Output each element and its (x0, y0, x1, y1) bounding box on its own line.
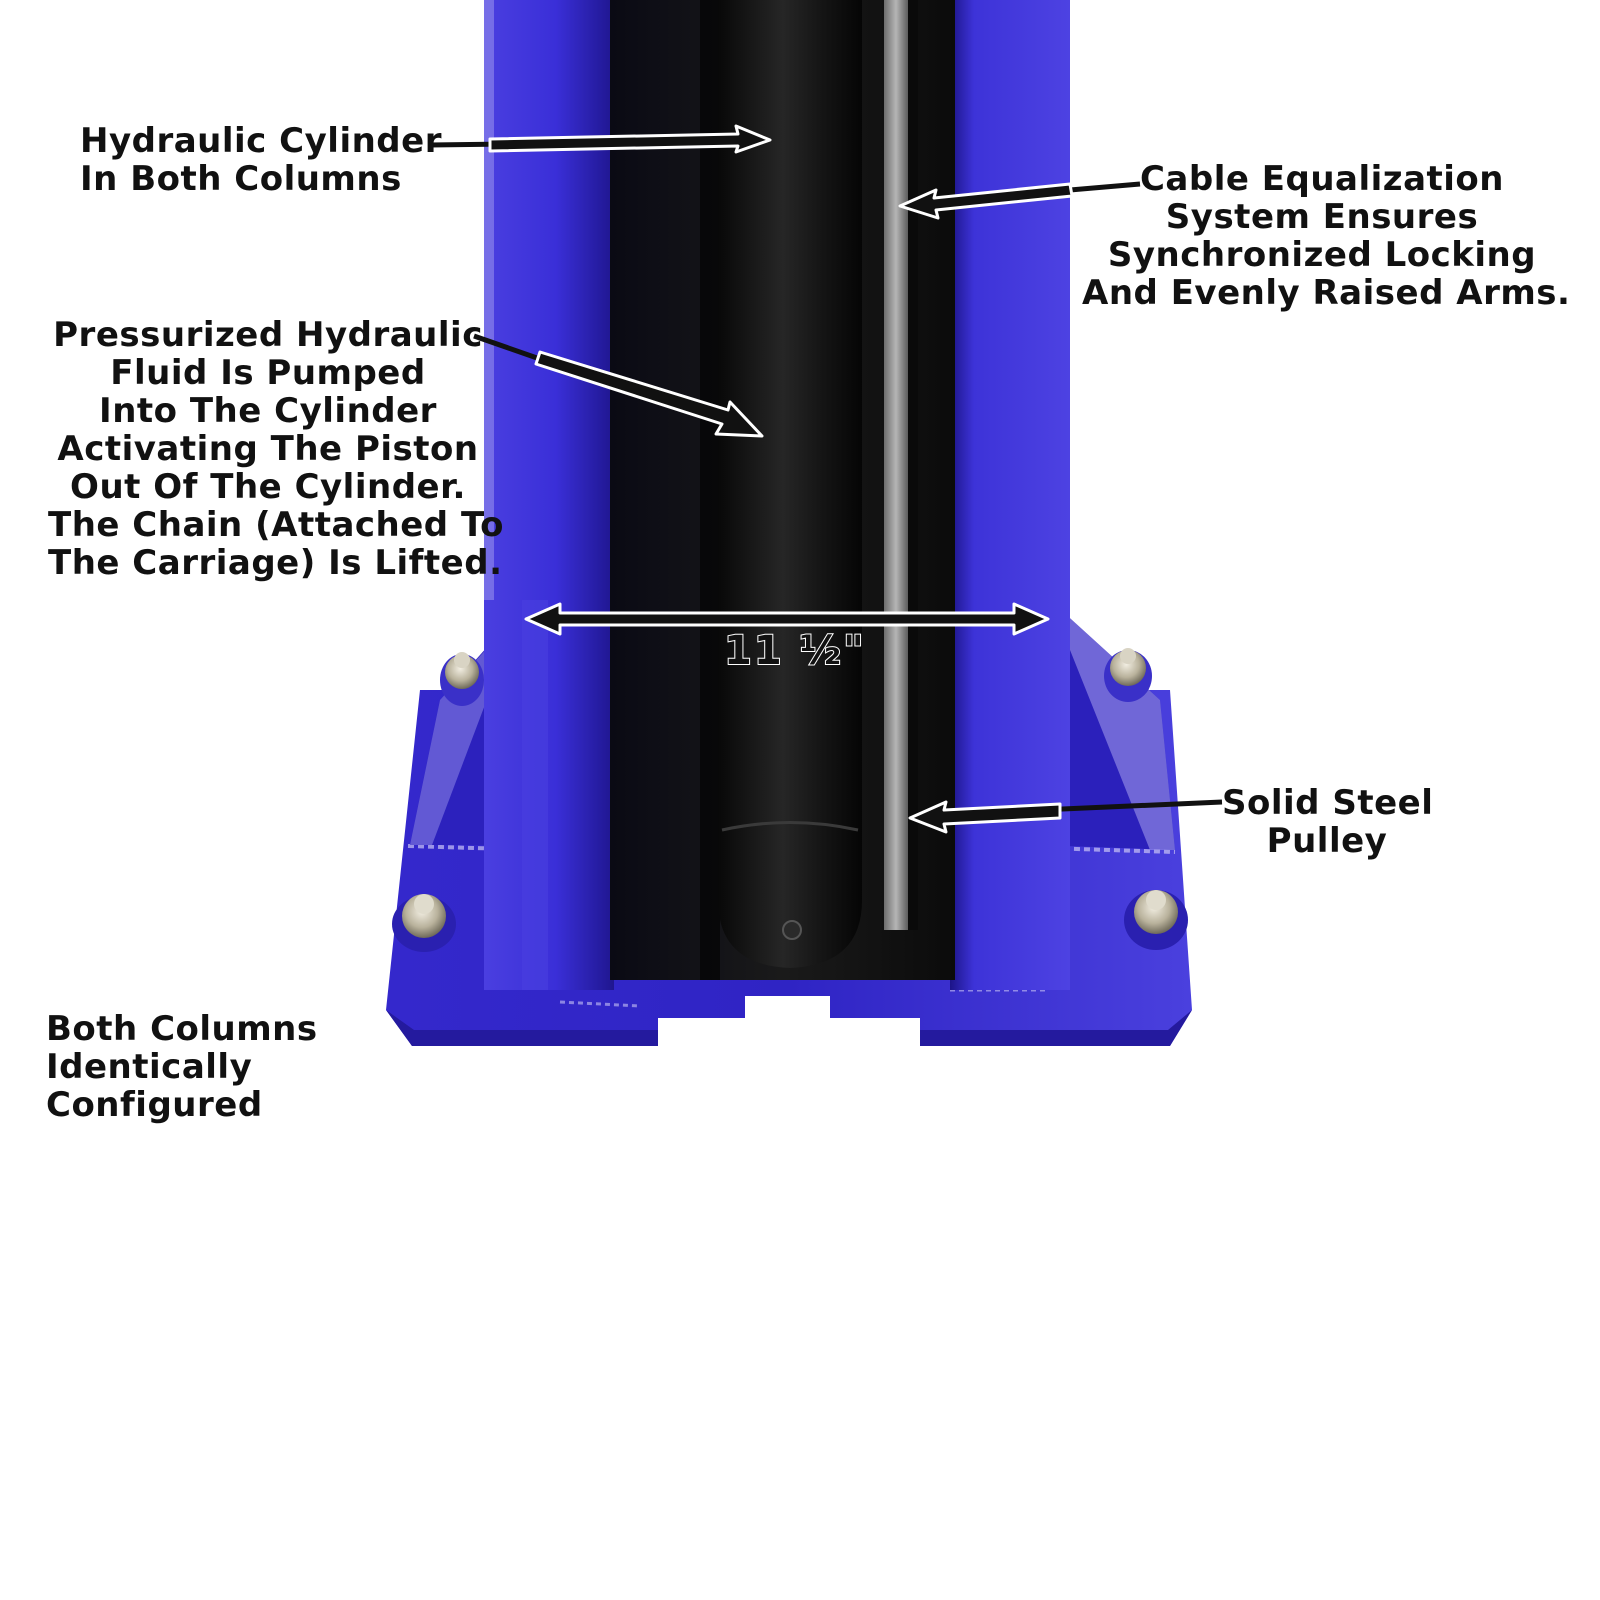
column-right-flange (950, 0, 1070, 990)
annotation-line: In Both Columns (80, 159, 402, 199)
arrow-solid-steel-pulley (908, 799, 1223, 834)
dimension-arrow (524, 602, 1050, 636)
anchor-bolt-bottom-left (392, 894, 456, 952)
annotation-line: System Ensures (1165, 197, 1479, 237)
annotation-line: Configured (46, 1085, 263, 1125)
annotation-line: Cable Equalization (1139, 159, 1504, 199)
annotation-line: Activating The Piston (57, 429, 479, 469)
annotation-hydraulic-cylinder: Hydraulic Cylinder In Both Columns (80, 122, 442, 198)
annotation-line: The Carriage) Is Lifted. (48, 543, 503, 583)
annotation-line: Synchronized Locking (1107, 235, 1537, 275)
hydraulic-cylinder (718, 0, 862, 968)
annotation-both-columns: Both Columns Identically Configured (46, 1010, 318, 1124)
equalization-cable (884, 0, 918, 930)
annotation-line: Pulley (1266, 821, 1388, 861)
annotation-line: Fluid Is Pumped (110, 353, 426, 393)
annotation-line: Solid Steel (1222, 783, 1434, 823)
annotation-line: Pressurized Hydraulic (53, 315, 483, 355)
annotation-line: Out Of The Cylinder. (70, 467, 466, 507)
arrow-pressurized-fluid (473, 333, 764, 438)
annotation-line: Identically (46, 1047, 253, 1087)
dimension-label: 11 ½" (723, 627, 866, 675)
annotation-line: Both Columns (46, 1009, 318, 1049)
column-left-flange (484, 0, 614, 990)
annotation-line: Hydraulic Cylinder (80, 121, 442, 161)
arrow-cable-equalization (898, 181, 1141, 220)
annotation-pressurized-fluid: Pressurized Hydraulic Fluid Is Pumped In… (48, 315, 505, 583)
annotation-line: And Evenly Raised Arms. (1082, 273, 1571, 313)
annotation-line: The Chain (Attached To (48, 505, 505, 545)
anchor-bolt-bottom-right (1124, 890, 1188, 950)
anchor-bolt-top-right (1104, 648, 1152, 702)
annotation-cable-equalization: Cable Equalization System Ensures Synchr… (1082, 159, 1571, 313)
annotation-line: Into The Cylinder (99, 391, 437, 431)
anchor-bolt-top-left (440, 652, 484, 706)
gusset-right (1040, 600, 1175, 850)
arrow-hydraulic-cylinder (429, 124, 772, 154)
annotation-solid-steel-pulley: Solid Steel Pulley (1222, 783, 1434, 861)
